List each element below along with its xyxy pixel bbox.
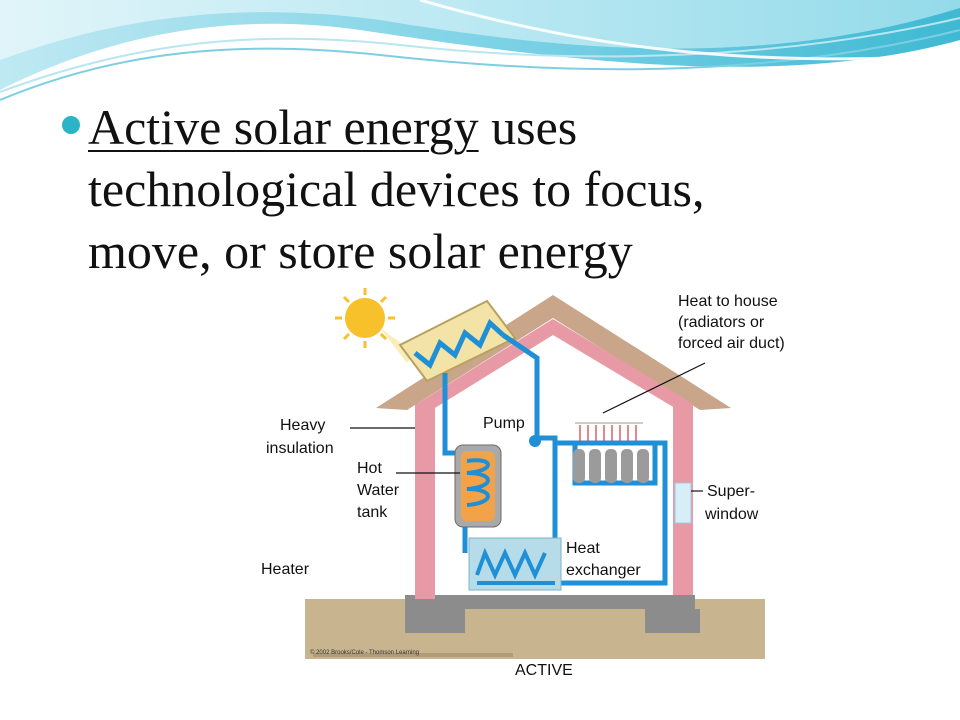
label-active: ACTIVE: [515, 662, 573, 679]
label-heater: Heater: [261, 561, 310, 578]
bullet-line1-rest: uses: [478, 99, 578, 155]
left-wall: [415, 403, 435, 599]
label-exchanger: exchanger: [566, 562, 641, 579]
pump-icon: [529, 435, 541, 447]
label-water: Water: [357, 482, 400, 499]
label-hot: Hot: [357, 460, 382, 477]
label-heavy: Heavy: [280, 417, 325, 434]
hot-water-tank: [454, 444, 502, 528]
ground: [305, 595, 765, 659]
label-tank: tank: [357, 504, 388, 521]
active-solar-house-diagram: Heat to house (radiators or forced air d…: [255, 283, 817, 700]
leader-lines: [350, 362, 706, 492]
bullet-term: Active solar energy: [88, 99, 479, 155]
floor-slab: [405, 595, 695, 609]
heat-arrows: [579, 425, 637, 441]
label-insulation: insulation: [266, 440, 334, 457]
label-window: window: [704, 506, 759, 523]
bullet-paragraph: Active solar energy uses technological d…: [62, 96, 922, 282]
solar-collector: [398, 299, 517, 383]
bullet-line2: technological devices to focus,: [88, 161, 705, 217]
footing-left: [405, 609, 465, 633]
radiator-icon: [573, 449, 649, 483]
label-super: Super-: [707, 483, 755, 500]
roof: [376, 295, 731, 410]
bullet-marker: [62, 116, 80, 134]
label-heat: Heat: [566, 540, 600, 557]
bullet-line3: move, or store solar energy: [88, 223, 633, 279]
footing-right: [645, 609, 700, 633]
label-pump: Pump: [483, 415, 525, 432]
heat-exchanger: [468, 537, 562, 591]
copyright-notice: © 2002 Brooks/Cole - Thomson Learning: [310, 649, 419, 656]
label-heat-to-house-2: (radiators or: [678, 314, 765, 331]
label-heat-to-house-1: Heat to house: [678, 293, 778, 310]
label-heat-to-house-3: forced air duct): [678, 335, 785, 352]
super-window-glass: [674, 482, 692, 524]
